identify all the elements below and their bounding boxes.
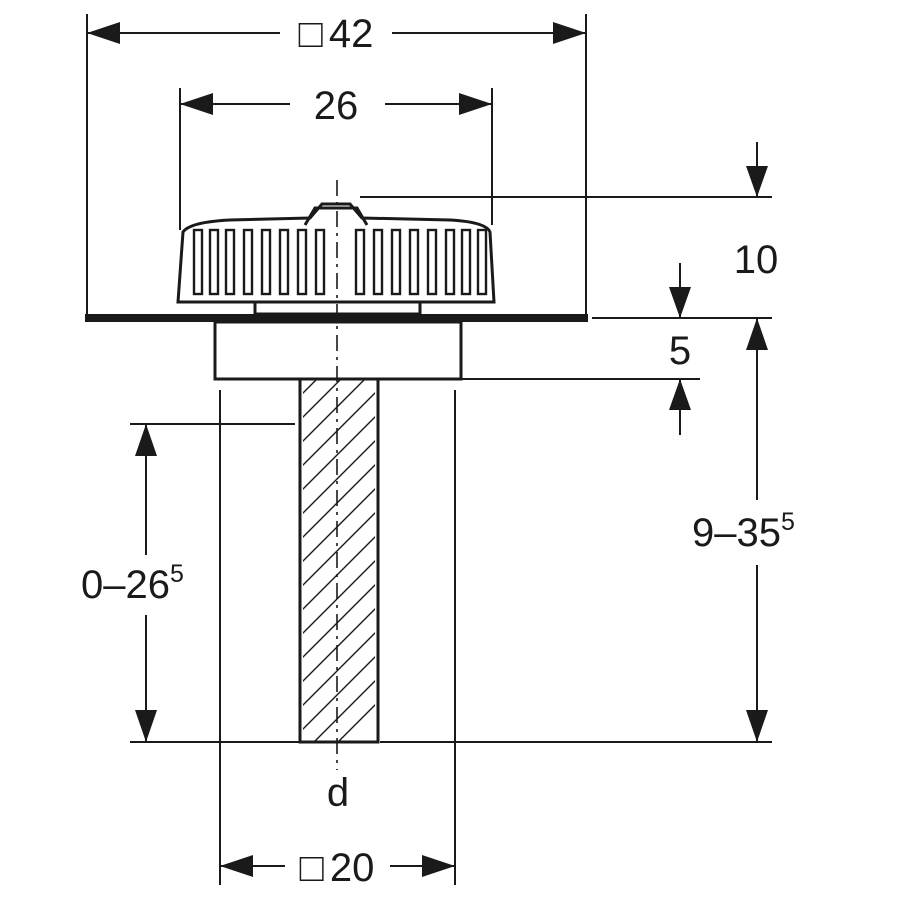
grate-bar xyxy=(354,228,366,296)
hatch-line xyxy=(303,584,375,658)
pipe-diameter-label: d xyxy=(327,771,349,815)
dimension-top-width: □42 xyxy=(87,12,586,56)
dimension-bottom-width: □20 xyxy=(220,846,455,890)
arrow-up-icon xyxy=(746,318,768,350)
hatch-line xyxy=(303,380,341,418)
dimension-left-range: 0–265 xyxy=(81,424,184,742)
arrow-up-icon xyxy=(135,424,157,456)
grate-bar xyxy=(390,228,402,296)
hatch-line xyxy=(303,656,375,730)
top-width-label: □42 xyxy=(299,12,374,56)
hatch-line xyxy=(303,416,375,490)
hatch-line xyxy=(303,632,375,706)
hatch-line xyxy=(303,512,375,586)
arrow-left-icon xyxy=(180,93,213,115)
bottom-width-label: □20 xyxy=(300,846,375,890)
grate-bar xyxy=(372,228,384,296)
arrow-right-icon xyxy=(459,93,492,115)
dimension-right-range: 9–355 xyxy=(692,318,795,742)
extension-lines xyxy=(86,14,772,885)
hatch-line xyxy=(303,560,375,634)
grate-bar xyxy=(224,228,236,296)
roof-drain-body xyxy=(85,180,588,770)
dimension-grate-width: 26 xyxy=(180,84,492,128)
arrow-left-icon xyxy=(87,22,120,44)
dimension-height-top: 10 xyxy=(734,142,779,282)
arrow-up-icon xyxy=(669,379,691,410)
flange-height-label: 5 xyxy=(669,329,691,373)
hatch-line xyxy=(303,380,317,394)
hatch-line xyxy=(303,608,375,682)
grate-bar xyxy=(444,228,456,296)
grate-bar xyxy=(426,228,438,296)
grate-bar xyxy=(460,228,472,296)
grate-bar xyxy=(296,228,308,296)
arrow-down-icon xyxy=(669,287,691,318)
left-range-label: 0–265 xyxy=(81,560,184,607)
grate-bar xyxy=(476,228,488,296)
grate-bar xyxy=(208,228,220,296)
grate-bar xyxy=(278,228,290,296)
grate-bar xyxy=(242,228,254,296)
height-top-label: 10 xyxy=(734,238,779,282)
right-range-label: 9–355 xyxy=(692,508,795,555)
outlet-pipe xyxy=(298,377,380,744)
hatch-line xyxy=(313,680,375,742)
grate-bar xyxy=(408,228,420,296)
arrow-right-icon xyxy=(553,22,586,44)
dimension-flange-height: 5 xyxy=(669,263,691,435)
arrow-down-icon xyxy=(746,166,768,197)
arrow-left-icon xyxy=(220,855,253,877)
grate-width-label: 26 xyxy=(314,84,359,128)
hatch-line xyxy=(303,536,375,610)
arrow-down-icon xyxy=(135,710,157,742)
arrow-right-icon xyxy=(422,855,455,877)
hatch-line xyxy=(303,392,375,466)
drain-housing xyxy=(213,320,463,381)
hatch-line xyxy=(303,380,365,442)
hatch-line xyxy=(303,488,375,562)
grate-bar xyxy=(192,228,204,296)
arrow-down-icon xyxy=(746,710,768,742)
grate-bar xyxy=(260,228,272,296)
leaf-guard-grate xyxy=(176,202,496,316)
grate-bar xyxy=(314,228,326,296)
hatch-line xyxy=(303,440,375,514)
hatch-line xyxy=(303,464,375,538)
